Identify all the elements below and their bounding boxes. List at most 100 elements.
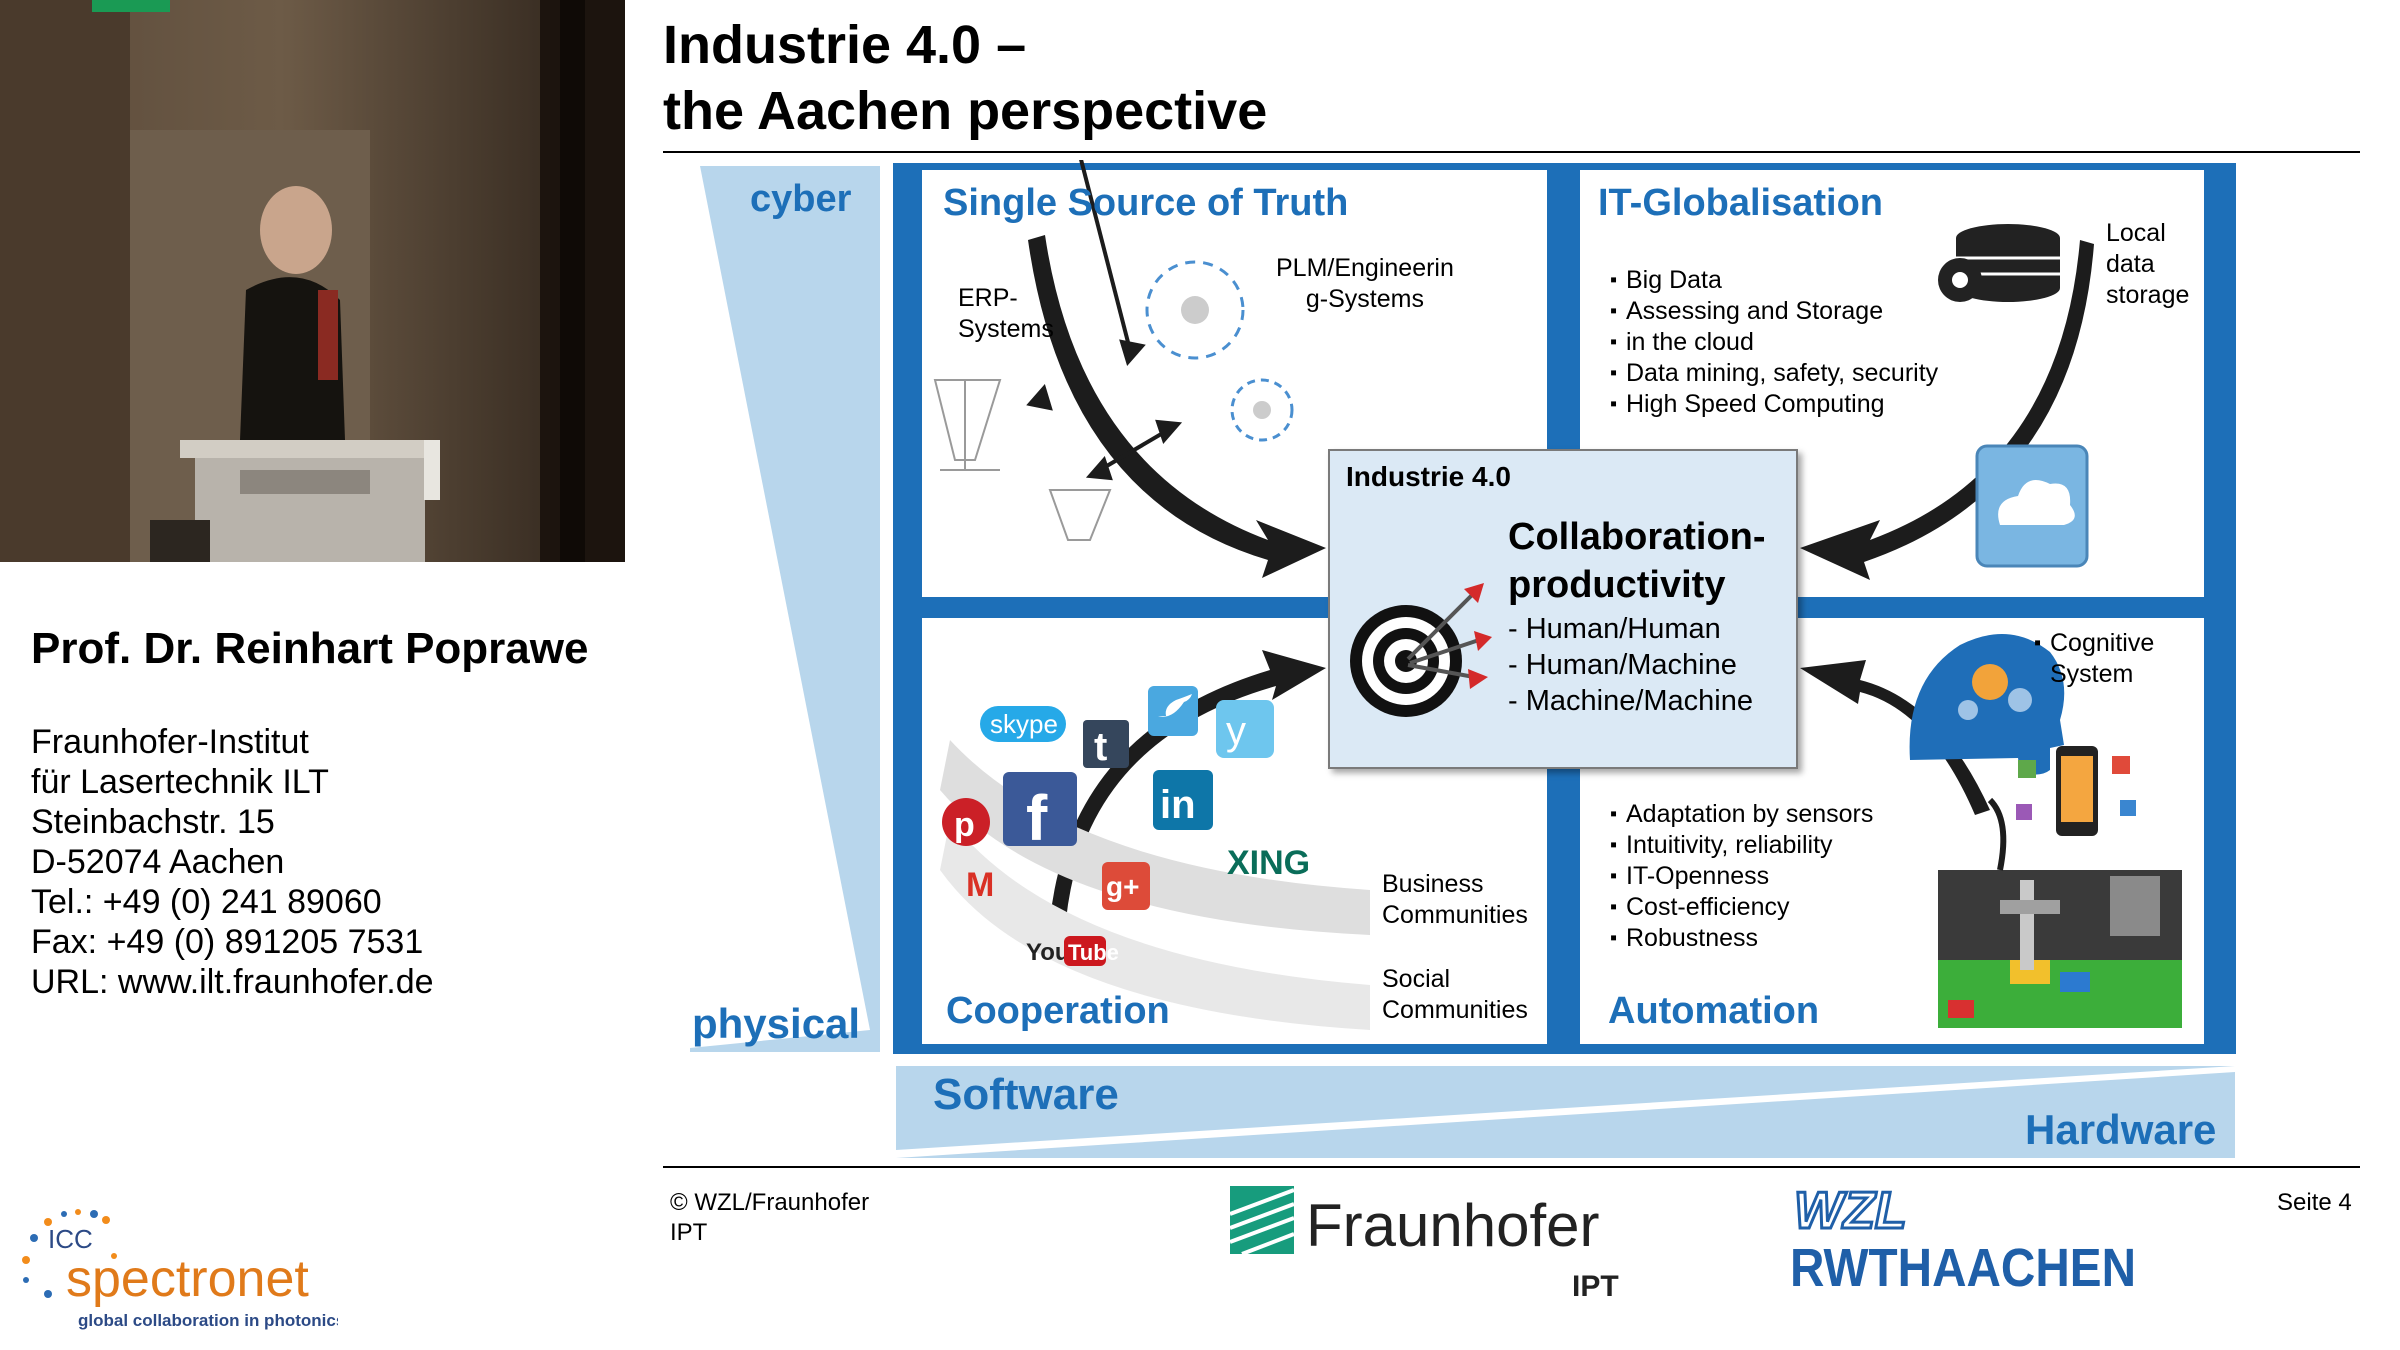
erp-systems-label: ERP- Systems (958, 283, 1054, 345)
list-item: Big Data (1610, 265, 1938, 296)
slide-title: Industrie 4.0 – the Aachen perspective (663, 12, 1267, 144)
flow-arrows (1028, 235, 2094, 920)
list-item: - Human/Human (1508, 613, 1721, 645)
pinterest-icon (942, 798, 990, 846)
cooperation-title: Cooperation (946, 990, 1170, 1032)
copyright-line1: © WZL/Fraunhofer (670, 1189, 870, 1216)
database-gear-icon (1938, 224, 2060, 302)
fraunhofer-ipt-logo: Fraunhofer IPT (1228, 1184, 1628, 1304)
plm-cycle-diagram-icon (1145, 260, 1294, 442)
industrie-matrix-graphic: skype t y f in p g+ M XING You Tube (690, 160, 2236, 1158)
ipt-text: IPT (1572, 1270, 1619, 1303)
youtube-icon: You (1026, 939, 1070, 966)
business-label-line2: Communities (1382, 901, 1528, 929)
copyright-line2: IPT (670, 1219, 708, 1246)
address-line: Steinbachstr. 15 (31, 803, 275, 841)
phone-line: Tel.: +49 (0) 241 89060 (31, 883, 382, 921)
arrow-q4-to-center (1800, 660, 1990, 815)
institute-line: für Lasertechnik ILT (31, 763, 329, 801)
rwth-logo-graphic: WZL RWTHAACHEN (1790, 1181, 2136, 1299)
page-number: Seite 4 (2277, 1189, 2352, 1216)
footer-divider (663, 1166, 2360, 1168)
plm-label-line1: PLM/Engineerin (1276, 254, 1454, 282)
svg-text:p: p (954, 806, 975, 844)
yammer-icon (1216, 700, 1274, 758)
arrow-q3-to-center (1050, 650, 1326, 920)
erp-machine-icon (933, 379, 1112, 541)
list-item: Assessing and Storage (1610, 296, 1938, 327)
facebook-label: f (1026, 782, 1048, 854)
cognitive-line2: System (2050, 660, 2134, 688)
automation-title: Automation (1608, 990, 1820, 1032)
robot-feedback-line (1987, 797, 2007, 871)
fax-line: Fax: +49 (0) 891205 7531 (31, 923, 424, 961)
cognitive-head-icon (1909, 634, 2065, 775)
local-label-line2: data (2106, 250, 2155, 278)
local-label-line1: Local (2106, 219, 2166, 247)
institute-line: Fraunhofer-Institut (31, 723, 309, 761)
cognitive-line1: Cognitive (2050, 629, 2155, 657)
tumblr-label: t (1094, 725, 1107, 769)
automation-list: Adaptation by sensors Intuitivity, relia… (1610, 799, 1873, 954)
communities-bands (940, 740, 1370, 1030)
plm-label-line2: g-Systems (1305, 285, 1424, 313)
center-box-headline: Collaboration- productivity (1508, 513, 1766, 609)
linkedin-label: in (1160, 783, 1196, 827)
fraunhofer-logo-graphic: Fraunhofer IPT (1229, 1186, 1619, 1303)
cloud-icon (1975, 444, 2089, 568)
list-item: Data mining, safety, security (1610, 358, 1938, 389)
speaker-contact-info: Fraunhofer-Institut für Lasertechnik ILT… (31, 722, 434, 1002)
physical-axis-label: physical (692, 1000, 861, 1047)
business-communities-label: Business Communities (1382, 869, 1528, 931)
social-label-line1: Social (1382, 965, 1451, 993)
list-item: Cost-efficiency (1610, 892, 1873, 923)
youtube-tube-label: Tube (1068, 940, 1119, 965)
wzl-rwth-aachen-logo: WZL RWTHAACHEN (1790, 1181, 2150, 1302)
speaker-name: Prof. Dr. Reinhart Poprawe (31, 624, 589, 673)
hardware-axis-label: Hardware (2025, 1106, 2217, 1153)
list-item: IT-Openness (1610, 861, 1873, 892)
slide-title-line2: the Aachen perspective (663, 81, 1268, 141)
smartphone-apps-icon (2016, 746, 2136, 836)
list-item: Robustness (1610, 923, 1873, 954)
axis-band-highlight (896, 1066, 2235, 1158)
business-label-line1: Business (1382, 870, 1484, 898)
center-box-title: Industrie 4.0 (1346, 461, 1511, 492)
xing-icon: XING (1227, 844, 1310, 882)
social-communities-label: Social Communities (1382, 964, 1528, 1026)
title-divider (663, 151, 2360, 153)
software-axis-label: Software (933, 1070, 1119, 1119)
it-globalisation-title: IT-Globalisation (1598, 182, 1884, 224)
icc-spectronet-logo: ICC spectronet global collaboration in p… (18, 1200, 345, 1340)
url-line[interactable]: URL: www.ilt.fraunhofer.de (31, 963, 434, 1001)
list-item: - Human/Machine (1508, 649, 1737, 681)
speaker-video-image (0, 0, 625, 562)
list-item: - Machine/Machine (1508, 685, 1753, 717)
fraunhofer-text: Fraunhofer (1306, 1192, 1600, 1259)
target-dartboard-icon (1350, 583, 1492, 717)
speaker-video-feed[interactable] (0, 0, 625, 562)
two-way-arrows (1026, 160, 1183, 481)
google-plus-icon (1102, 862, 1150, 910)
social-media-icons: skype t y f in p g+ M XING You Tube (942, 686, 1310, 966)
industrie-4-center-box: Industrie 4.0 Collaboration- productivit… (1328, 449, 1798, 769)
list-item: Adaptation by sensors (1610, 799, 1873, 830)
gmail-icon: M (966, 866, 994, 904)
list-item: Intuitivity, reliability (1610, 830, 1873, 861)
cyber-axis-label: cyber (750, 178, 852, 220)
spectronet-text: spectronet (66, 1250, 309, 1308)
social-label-line2: Communities (1382, 996, 1528, 1024)
icc-text: ICC (48, 1224, 93, 1254)
facebook-icon (1003, 772, 1077, 846)
erp-label-line2: Systems (958, 315, 1054, 343)
svg-text:y: y (1226, 709, 1246, 753)
headline-line1: Collaboration- (1508, 516, 1766, 558)
list-item: in the cloud (1610, 327, 1938, 358)
slide-title-line1: Industrie 4.0 – (663, 15, 1027, 75)
google-plus-label: g+ (1106, 871, 1139, 902)
wzl-text: WZL (1794, 1182, 1907, 1240)
center-box-list: - Human/Human - Human/Machine - Machine/… (1508, 611, 1753, 719)
it-globalisation-list: Big Data Assessing and Storage in the cl… (1610, 265, 1938, 420)
